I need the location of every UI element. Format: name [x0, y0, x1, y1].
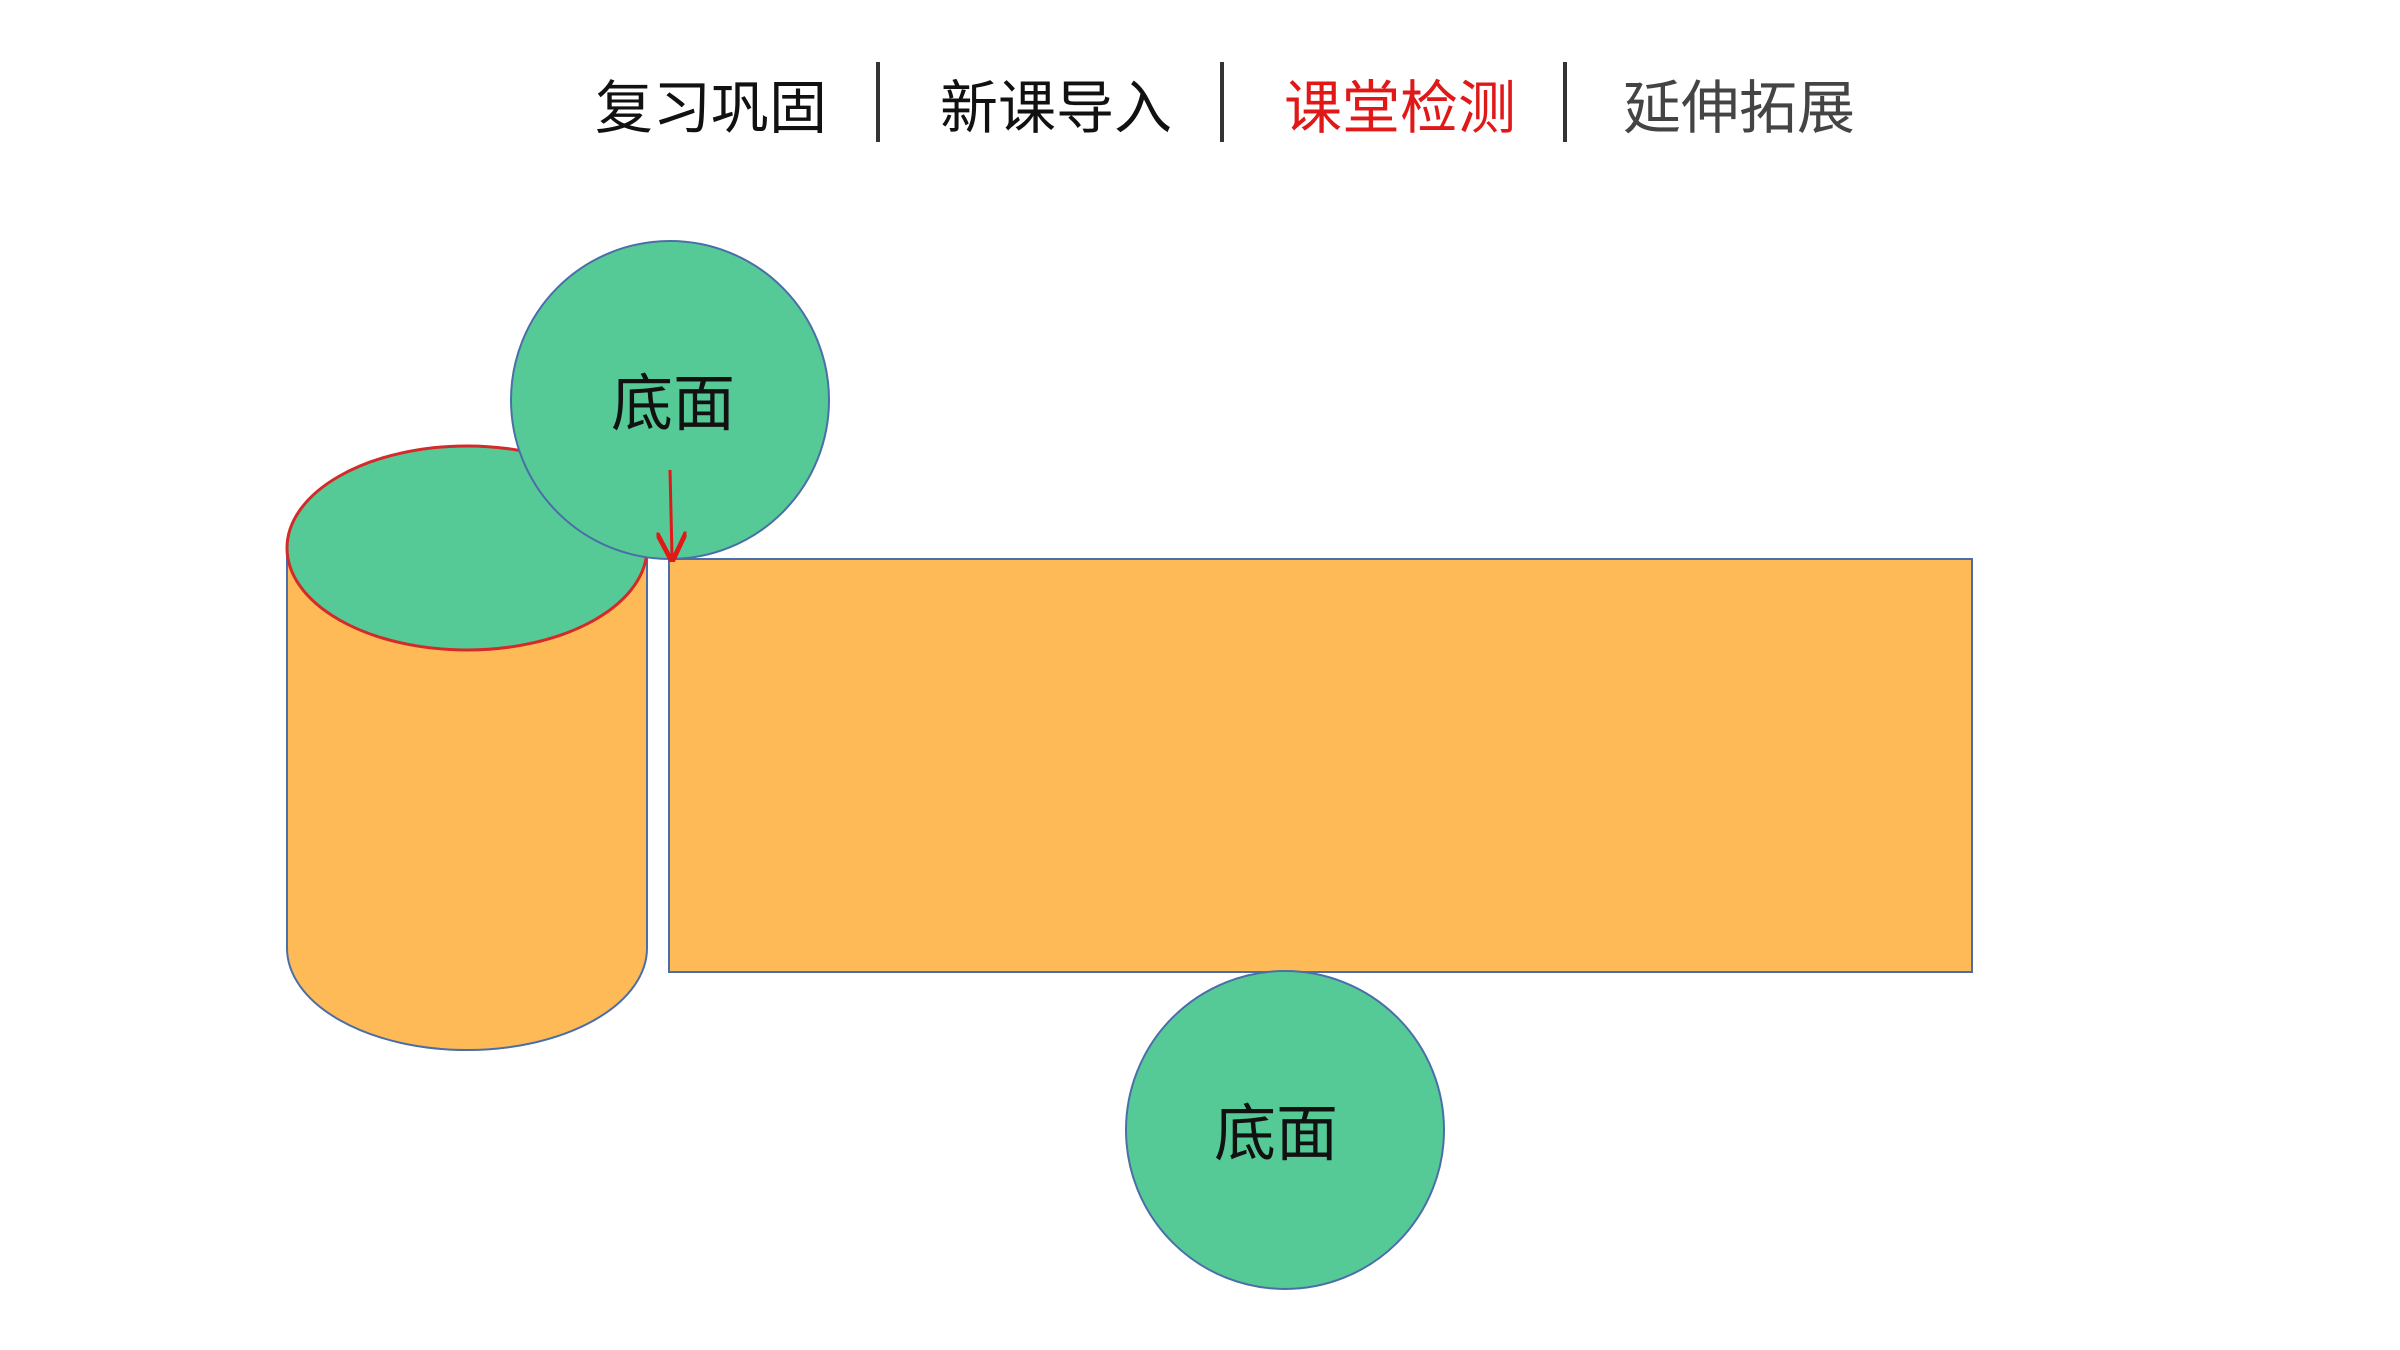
nav-divider [1220, 62, 1224, 142]
nav-item-review[interactable]: 复习巩固 [595, 74, 828, 142]
red-arrow [670, 469, 672, 556]
section-nav: 复习巩固 新课导入 课堂检测 延伸拓展 [0, 0, 2400, 150]
top-base-label: 底面 [611, 367, 735, 440]
cylinder-side [286, 545, 648, 1051]
unrolled-side-rectangle [668, 558, 1973, 973]
nav-item-class-test[interactable]: 课堂检测 [1284, 74, 1517, 142]
nav-item-new-lesson[interactable]: 新课导入 [940, 74, 1173, 142]
bottom-base-label: 底面 [1214, 1097, 1338, 1170]
nav-divider [1563, 62, 1567, 142]
nav-divider [876, 62, 880, 142]
bottom-base-circle [1125, 970, 1445, 1290]
nav-item-extension[interactable]: 延伸拓展 [1623, 74, 1856, 142]
